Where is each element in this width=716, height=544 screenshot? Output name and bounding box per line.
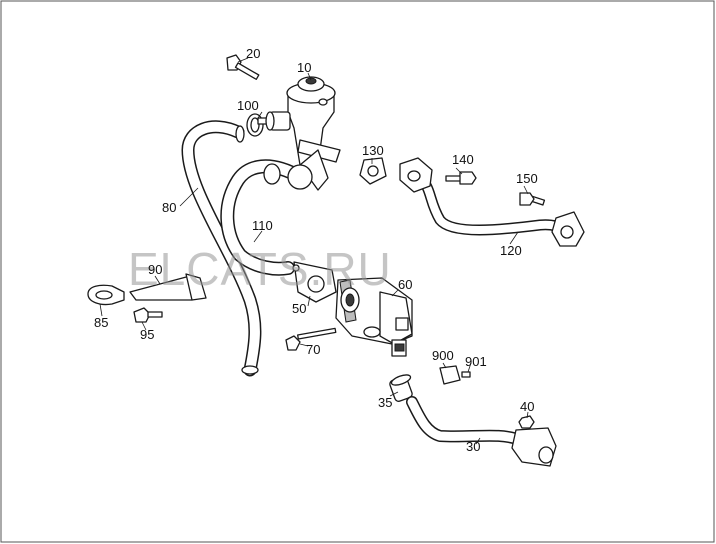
label-part-140[interactable]: 140 — [452, 152, 474, 167]
pipe-120[interactable] — [399, 157, 585, 247]
label-part-10[interactable]: 10 — [297, 60, 312, 75]
label-part-100[interactable]: 100 — [237, 98, 259, 113]
bolt-140[interactable] — [445, 171, 477, 185]
nut-40[interactable] — [518, 415, 535, 429]
label-part-85[interactable]: 85 — [94, 315, 109, 330]
gasket-50[interactable] — [292, 261, 337, 303]
label-part-20[interactable]: 20 — [246, 46, 261, 61]
bolt-70[interactable] — [285, 327, 337, 351]
bolt-95[interactable] — [133, 307, 163, 323]
egr-valve-60[interactable] — [335, 277, 413, 357]
label-part-50[interactable]: 50 — [292, 301, 307, 316]
clamp-90[interactable] — [129, 273, 207, 301]
label-part-90[interactable]: 90 — [148, 262, 163, 277]
label-part-95[interactable]: 95 — [140, 327, 155, 342]
label-part-150[interactable]: 150 — [516, 171, 538, 186]
label-part-35[interactable]: 35 — [378, 395, 393, 410]
label-part-110[interactable]: 110 — [252, 218, 273, 233]
bolt-20[interactable] — [226, 54, 260, 80]
valve-10[interactable] — [265, 76, 341, 191]
label-part-120[interactable]: 120 — [500, 243, 522, 258]
connector-35[interactable] — [389, 373, 413, 403]
clip-85[interactable] — [87, 284, 125, 306]
gasket-130[interactable] — [359, 157, 387, 185]
pipe-30[interactable] — [406, 396, 557, 467]
label-part-60[interactable]: 60 — [398, 277, 413, 292]
part-901[interactable] — [461, 371, 471, 378]
bolt-150[interactable] — [519, 192, 546, 206]
label-part-40[interactable]: 40 — [520, 399, 535, 414]
label-part-30[interactable]: 30 — [466, 439, 481, 454]
pipe-110[interactable] — [220, 159, 313, 276]
label-part-80[interactable]: 80 — [162, 200, 177, 215]
clip-100[interactable] — [246, 113, 269, 137]
leader-lines — [99, 57, 529, 445]
watermark: ELCATS.RU — [128, 243, 392, 295]
hose-80[interactable] — [181, 120, 262, 377]
part-900[interactable] — [439, 365, 461, 385]
label-part-900[interactable]: 900 — [432, 348, 454, 363]
label-part-130[interactable]: 130 — [362, 143, 384, 158]
label-part-70[interactable]: 70 — [306, 342, 321, 357]
label-part-901[interactable]: 901 — [465, 354, 487, 369]
